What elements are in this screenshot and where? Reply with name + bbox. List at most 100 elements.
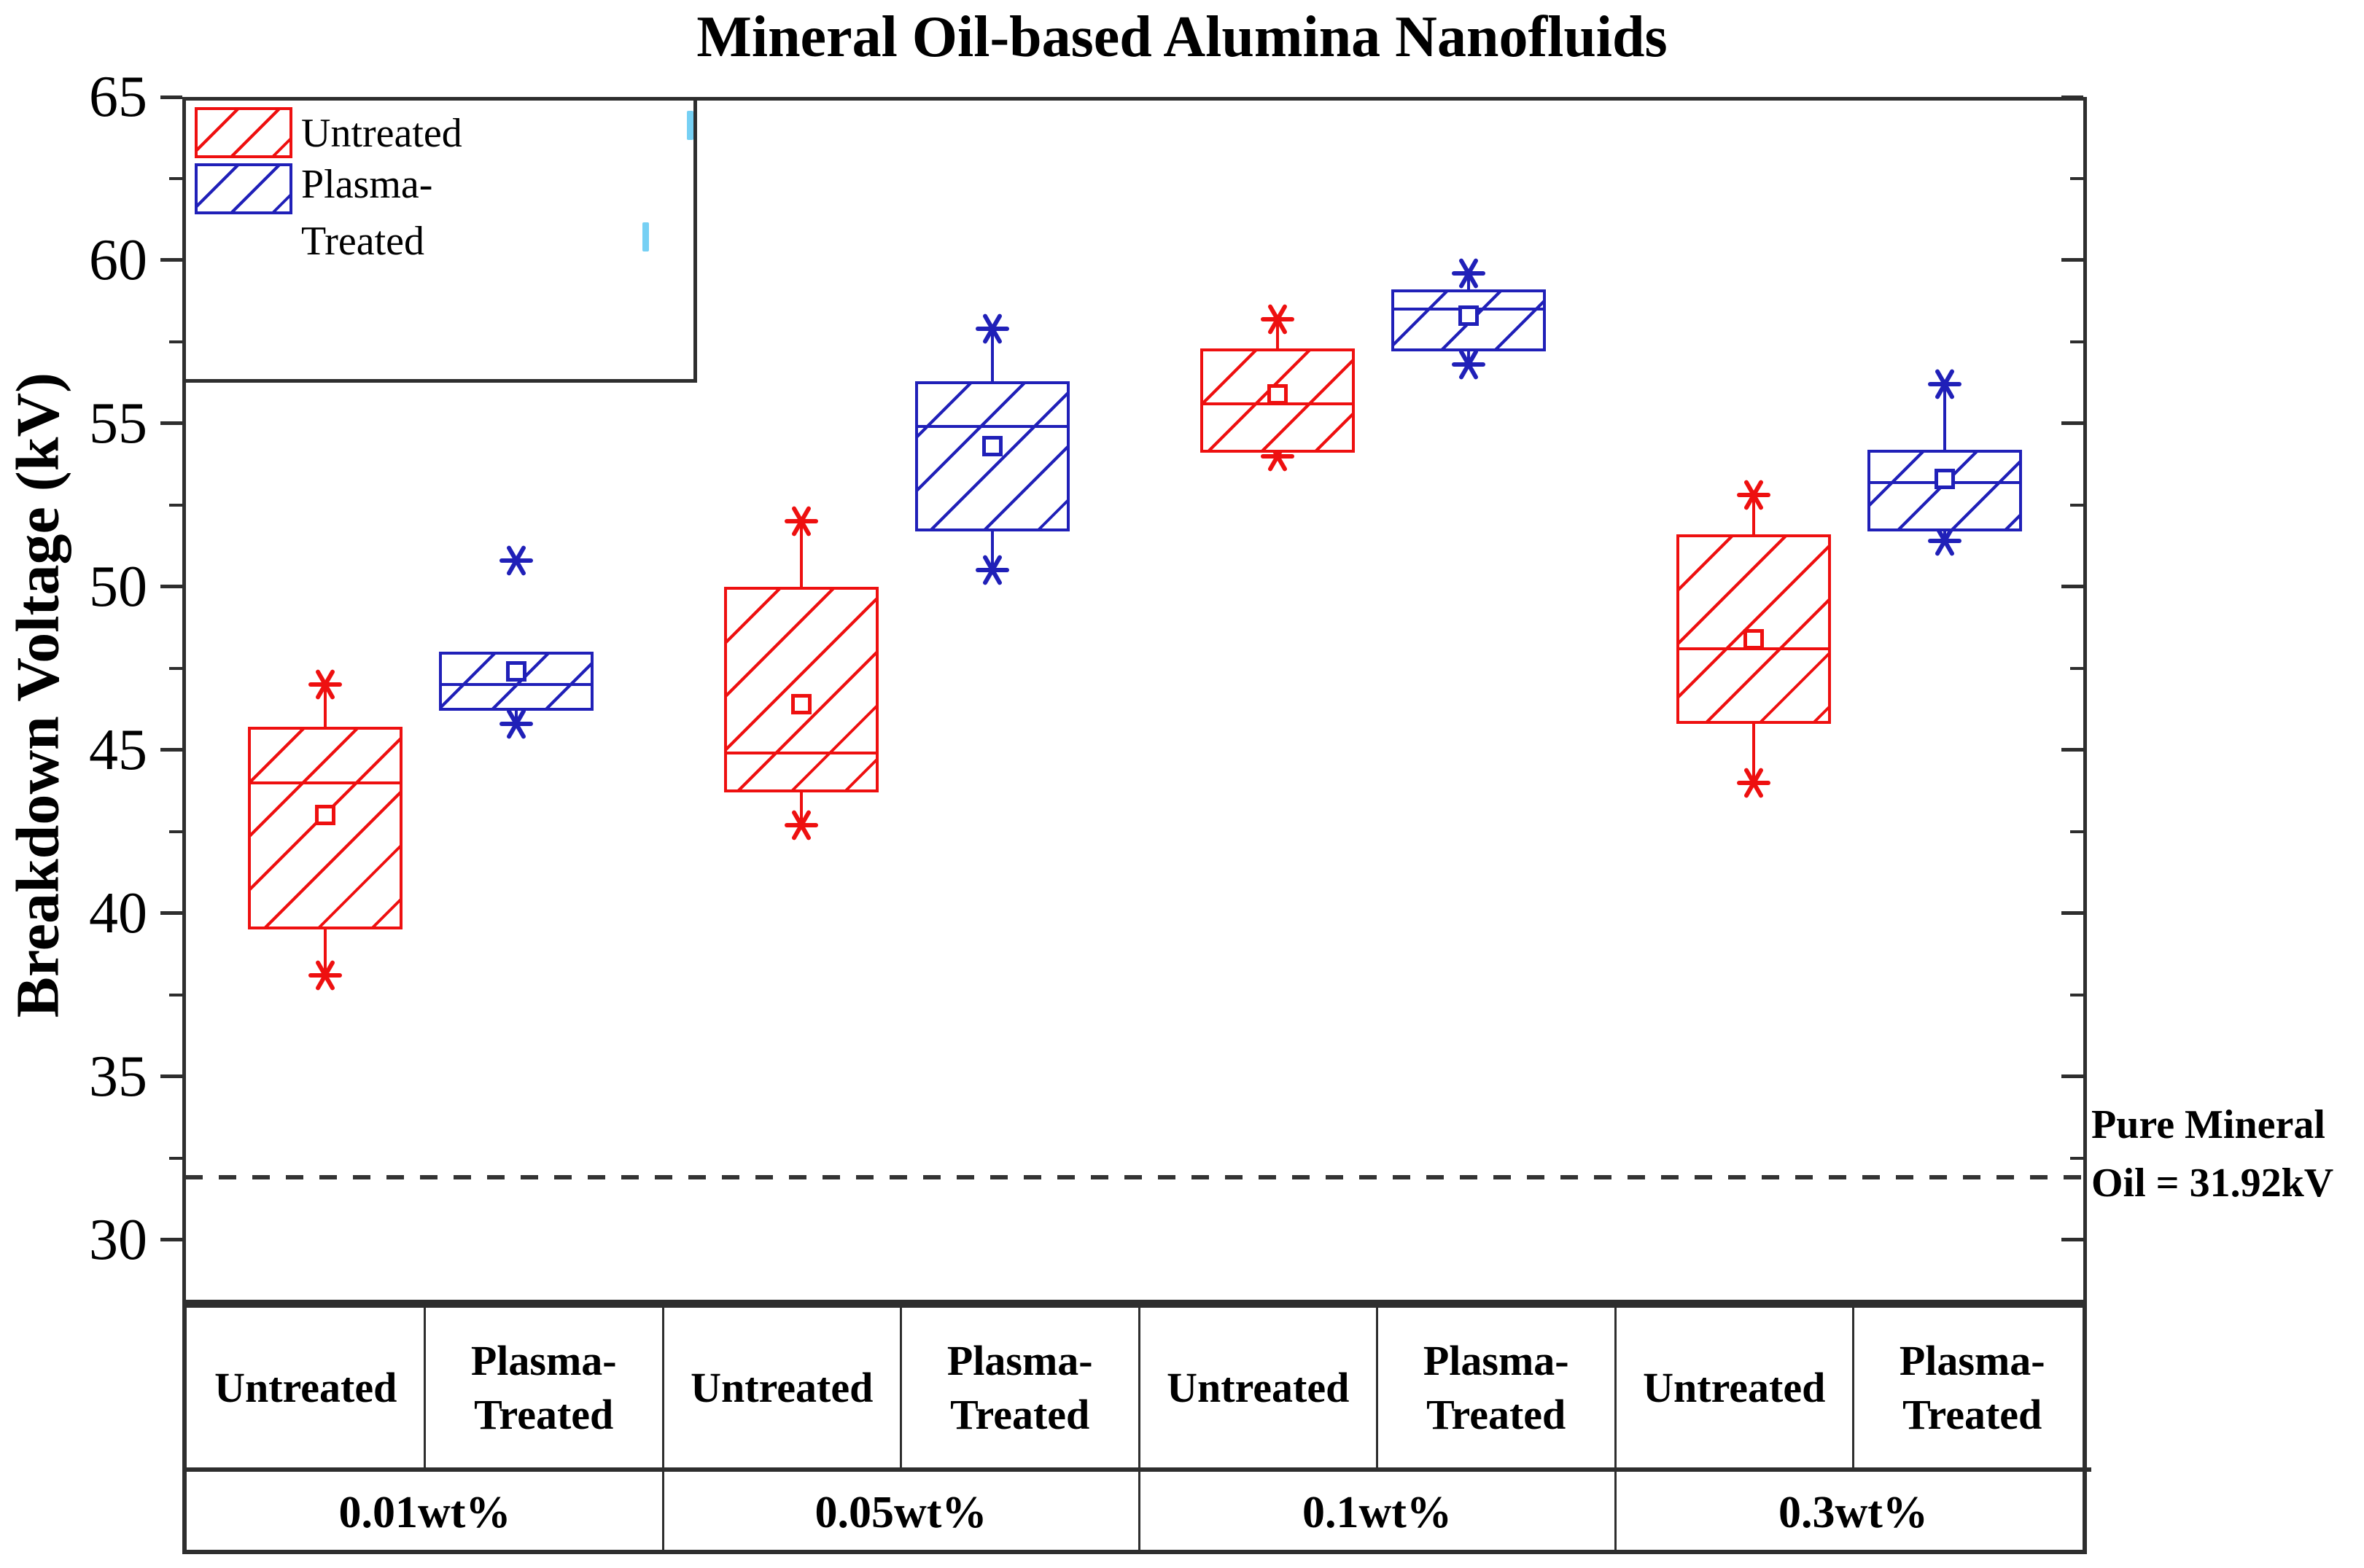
median-plasma-treated-0.01wt% (438, 683, 594, 687)
y-major-tick (160, 95, 182, 99)
table-divider (661, 1472, 664, 1554)
y-minor-tick (169, 1156, 182, 1160)
table-concentration-cell: 0.1wt% (1302, 1488, 1452, 1537)
star-marker (499, 707, 533, 741)
star-marker (975, 553, 1009, 587)
table-cell-text: Untreated (214, 1363, 397, 1411)
y-tick-label: 65 (89, 65, 147, 129)
lower-whisker-untreated-0.05wt% (799, 792, 803, 825)
compression-artifact (687, 111, 693, 140)
upper-whisker-plasma-treated-0.1wt% (1466, 273, 1470, 290)
median-untreated-0.01wt% (247, 781, 403, 784)
table-treatment-cell: Plasma-Treated (1854, 1308, 2092, 1467)
y-tick-label: 55 (89, 391, 147, 456)
legend-label-line: Treated (301, 219, 425, 264)
median-plasma-treated-0.05wt% (914, 425, 1070, 429)
y-minor-tick-right (2070, 993, 2083, 996)
upper-whisker-untreated-0.05wt% (799, 521, 803, 587)
star-marker (308, 959, 342, 992)
lower-whisker-plasma-treated-0.1wt% (1466, 351, 1470, 365)
upper-whisker-untreated-0.1wt% (1275, 319, 1279, 348)
table-cell-text: Plasma-Treated (1423, 1336, 1569, 1438)
y-minor-tick (169, 830, 182, 833)
table-cell-text: Plasma-Treated (1899, 1336, 2045, 1438)
table-divider (1614, 1308, 1617, 1467)
y-tick-label: 40 (89, 881, 147, 945)
table-treatment-cell: Plasma-Treated (901, 1308, 1140, 1467)
star-marker (1451, 348, 1485, 381)
y-major-tick (160, 585, 182, 589)
star-marker (1260, 440, 1294, 473)
annotation-line-1: Pure Mineral (2091, 1101, 2325, 1147)
table-treatment-cell: Plasma-Treated (1377, 1308, 1616, 1467)
star-marker (1927, 524, 1961, 558)
y-major-tick (160, 1238, 182, 1242)
chart-title: Mineral Oil-based Alumina Nanofluids (696, 5, 1668, 69)
table-cell-text: Untreated (1643, 1363, 1826, 1411)
y-major-tick-right (2061, 1238, 2083, 1242)
table-cell-text: Untreated (1167, 1363, 1350, 1411)
table-divider (424, 1308, 426, 1467)
lower-whisker-untreated-0.3wt% (1751, 723, 1755, 783)
table-divider (661, 1308, 664, 1467)
upper-whisker-untreated-0.01wt% (323, 684, 327, 728)
star-marker (1260, 303, 1294, 336)
y-minor-tick-right (2070, 340, 2083, 343)
table-treatment-cell: Untreated (1139, 1308, 1377, 1467)
lower-whisker-plasma-treated-0.01wt% (514, 711, 518, 724)
star-marker (784, 504, 818, 538)
upper-whisker-untreated-0.3wt% (1751, 495, 1755, 535)
median-untreated-0.05wt% (723, 752, 879, 755)
y-minor-tick (169, 340, 182, 343)
y-major-tick (160, 911, 182, 916)
y-minor-tick-right (2070, 503, 2083, 507)
y-tick-label: 60 (89, 227, 147, 292)
legend-swatch-untreated (195, 107, 292, 158)
compression-artifact (642, 222, 649, 251)
y-tick-label: 50 (89, 554, 147, 619)
star-marker (975, 312, 1009, 346)
y-major-tick-right (2061, 421, 2083, 426)
table-row-divider (187, 1467, 2091, 1472)
y-minor-tick (169, 503, 182, 507)
x-axis-category-table: Untreated Plasma-Treated Untreated Plasma-T… (182, 1303, 2091, 1554)
table-divider (1852, 1308, 1854, 1467)
table-concentration-cell: 0.05wt% (814, 1488, 987, 1537)
y-minor-tick (169, 176, 182, 180)
y-tick-label: 30 (89, 1207, 147, 1272)
y-major-tick-right (2061, 95, 2083, 99)
y-minor-tick (169, 666, 182, 670)
lower-whisker-untreated-0.01wt% (323, 929, 327, 975)
star-marker (499, 544, 533, 577)
table-treatment-cell: Untreated (187, 1308, 425, 1467)
table-concentration-cell: 0.3wt% (1778, 1488, 1928, 1537)
y-major-tick-right (2061, 585, 2083, 589)
table-divider (1138, 1472, 1140, 1554)
table-cell-text: Untreated (691, 1363, 874, 1411)
y-major-tick (160, 258, 182, 262)
y-tick-label: 45 (89, 717, 147, 782)
mean-marker-plasma-treated-0.01wt% (505, 661, 526, 682)
y-major-tick-right (2061, 748, 2083, 752)
star-marker (308, 668, 342, 701)
table-concentration-cell: 0.01wt% (338, 1488, 511, 1537)
y-minor-tick-right (2070, 830, 2083, 833)
star-marker (1736, 766, 1770, 800)
y-major-tick (160, 421, 182, 426)
table-divider (1138, 1308, 1140, 1467)
mean-marker-untreated-0.3wt% (1743, 628, 1764, 650)
y-major-tick (160, 748, 182, 752)
annotation-line-2: Oil = 31.92kV (2091, 1160, 2334, 1206)
mean-marker-plasma-treated-0.1wt% (1458, 305, 1479, 327)
y-minor-tick-right (2070, 176, 2083, 180)
star-marker (1736, 478, 1770, 512)
lower-whisker-plasma-treated-0.05wt% (990, 531, 994, 571)
mean-marker-untreated-0.1wt% (1267, 383, 1288, 405)
table-cell-text: Plasma-Treated (470, 1336, 617, 1438)
plot-area (182, 97, 2087, 1303)
box-plasma-treated-0.3wt% (1867, 449, 2022, 531)
y-tick-label: 35 (89, 1044, 147, 1109)
star-marker (1927, 367, 1961, 401)
